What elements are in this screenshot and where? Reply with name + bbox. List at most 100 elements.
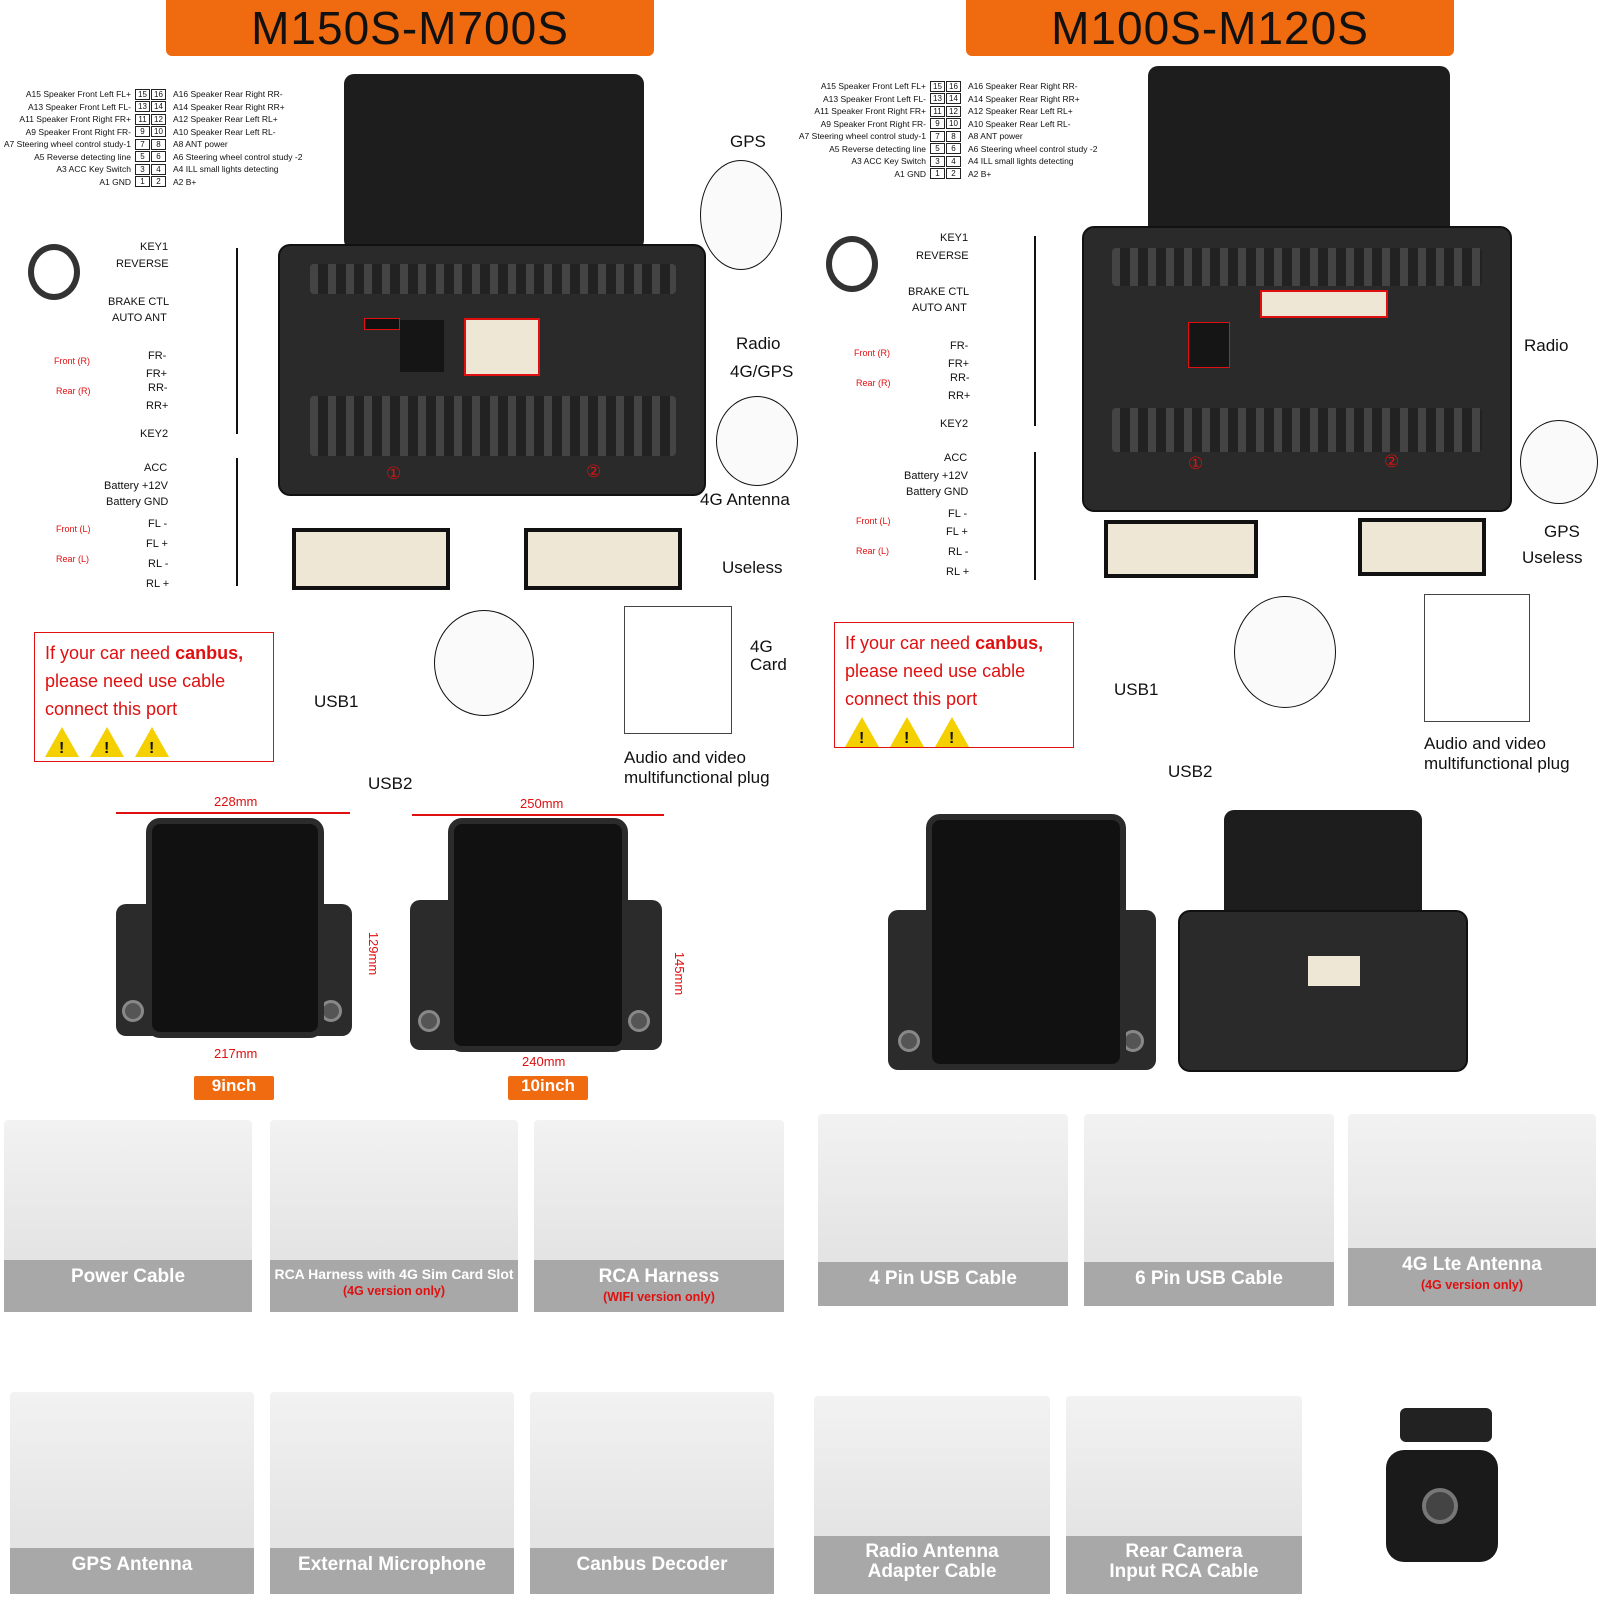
wire-fl-plus: FL + — [946, 526, 968, 538]
callout-usb2: USB2 — [1168, 762, 1213, 781]
accessory-name: Canbus Decoder — [576, 1554, 728, 1575]
accessory-name: 4G Lte Antenna — [1402, 1254, 1542, 1275]
marker-2: ② — [586, 462, 602, 481]
wire-battery-12v: Battery +12V — [904, 470, 968, 482]
wire-fl-minus: FL - — [948, 508, 968, 520]
connector-1 — [1104, 520, 1258, 578]
callout-useless: Useless — [722, 558, 783, 577]
callout-gps: GPS — [1544, 522, 1580, 541]
dim-bottom: 217mm — [214, 1046, 258, 1061]
callout-usb1: USB1 — [314, 692, 359, 711]
wire-key2: KEY2 — [940, 418, 969, 430]
accessory-card: Power Cable — [4, 1120, 252, 1312]
screen-back — [1148, 66, 1450, 238]
callout-usb1: USB1 — [1114, 680, 1159, 699]
stereo-screen — [146, 818, 324, 1038]
rca-photo — [1234, 596, 1336, 708]
speaker-rear-l: Rear (L) — [856, 546, 890, 556]
wire-rl-plus: RL + — [146, 578, 170, 590]
accessory-name: RCA Harness with 4G Sim Card Slot — [274, 1266, 514, 1282]
accessory-card: Canbus Decoder — [530, 1392, 774, 1594]
wire-rr-minus: RR- — [148, 382, 168, 394]
wire-rr-plus: RR+ — [146, 400, 169, 412]
head-unit-rear — [278, 244, 706, 496]
connector-1 — [292, 528, 450, 590]
model-banner-right: M100S-M120S — [966, 0, 1454, 56]
accessory-card: RCA Harness (WIFI version only) — [534, 1120, 784, 1312]
speaker-front-l: Front (L) — [856, 516, 891, 526]
callout-radio: Radio — [1524, 336, 1569, 355]
accessory-note: (WIFI version only) — [603, 1290, 715, 1304]
gps-antenna-photo — [700, 160, 782, 270]
callout-radio: Radio — [736, 334, 781, 353]
wire-fl-minus: FL - — [148, 518, 168, 530]
connector-2 — [524, 528, 682, 590]
wire-fl-plus: FL + — [146, 538, 168, 550]
wire-battery-gnd: Battery GND — [106, 496, 169, 508]
callout-4g-gps: 4G/GPS — [730, 362, 794, 381]
warning-icon — [45, 727, 79, 763]
accessory-card: Radio Antenna Adapter Cable — [814, 1396, 1050, 1594]
gps-antenna-photo — [1520, 420, 1598, 504]
model-title: M100S-M120S — [1051, 2, 1369, 54]
wire-key1: KEY1 — [940, 232, 969, 244]
wire-battery-gnd: Battery GND — [906, 486, 969, 498]
4g-antenna-photo — [716, 396, 798, 486]
stereo-back-photo — [1224, 810, 1422, 926]
dim-top: 228mm — [214, 794, 258, 809]
wire-rl-plus: RL + — [946, 566, 970, 578]
steering-wheel-icon — [826, 236, 878, 292]
steering-wheel-icon — [28, 244, 80, 300]
speaker-rear-r: Rear (R) — [856, 378, 891, 388]
warning-icon — [890, 717, 925, 753]
wire-rr-minus: RR- — [950, 372, 970, 384]
wire-fr-minus: FR- — [148, 350, 167, 362]
canbus-notice: If your car need canbus, please need use… — [34, 632, 274, 763]
wire-reverse: REVERSE — [916, 250, 969, 262]
wire-brake-ctl: BRAKE CTL — [108, 296, 170, 308]
speaker-front-r: Front (R) — [54, 356, 90, 366]
callout-4g-antenna: 4G Antenna — [700, 490, 790, 509]
callout-gps: GPS — [730, 132, 766, 151]
wire-battery-12v: Battery +12V — [104, 480, 168, 492]
wire-fr-plus: FR+ — [146, 368, 168, 380]
wire-key2: KEY2 — [140, 428, 169, 440]
accessory-name: GPS Antenna — [71, 1554, 193, 1575]
stereo-screen — [448, 818, 628, 1052]
rca-photo — [434, 610, 534, 716]
speaker-rear-l: Rear (L) — [56, 554, 90, 564]
warning-icon — [135, 727, 170, 763]
accessory-name: Power Cable — [70, 1266, 186, 1287]
stereo-back-unit — [1178, 910, 1468, 1072]
accessory-card: 6 Pin USB Cable — [1084, 1114, 1334, 1306]
model-banner-left: M150S-M700S — [166, 0, 654, 56]
canbus-notice: If your car need canbus, please need use… — [834, 622, 1074, 753]
dim-side: 129mm — [366, 931, 382, 976]
wire-reverse: REVERSE — [116, 258, 169, 270]
wire-acc: ACC — [944, 452, 968, 464]
accessory-name: RCA Harness — [598, 1266, 720, 1287]
accessory-card: 4G Lte Antenna (4G version only) — [1348, 1114, 1596, 1306]
wire-acc: ACC — [144, 462, 168, 474]
accessory-name: 4 Pin USB Cable — [869, 1268, 1017, 1289]
dim-bottom: 240mm — [522, 1054, 566, 1069]
wire-rr-plus: RR+ — [948, 390, 971, 402]
model-title: M150S-M700S — [251, 2, 569, 54]
speaker-front-l: Front (L) — [56, 524, 91, 534]
accessory-name: 6 Pin USB Cable — [1135, 1268, 1283, 1289]
accessory-note: (4G version only) — [1420, 1278, 1524, 1292]
wire-fr-minus: FR- — [950, 340, 969, 352]
warning-icon — [845, 717, 879, 753]
wire-auto-ant: AUTO ANT — [912, 302, 967, 314]
accessory-name: External Microphone — [298, 1554, 486, 1575]
size-tag-10inch: 10inch — [508, 1076, 588, 1100]
accessory-name: Rear Camera Input RCA Cable — [1109, 1541, 1259, 1582]
av-plug-photo — [1424, 594, 1530, 722]
accessory-card: GPS Antenna — [10, 1392, 254, 1594]
warning-icon — [90, 727, 125, 763]
wire-brake-ctl: BRAKE CTL — [908, 286, 970, 298]
marker-1: ① — [1188, 454, 1204, 473]
accessory-card: Rear Camera Input RCA Cable — [1066, 1396, 1302, 1594]
